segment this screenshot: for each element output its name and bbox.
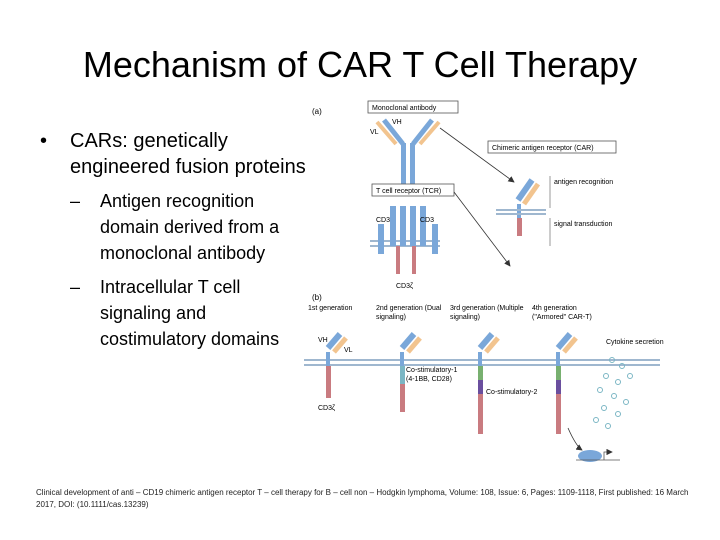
cd3-left-label: CD3 <box>376 217 390 224</box>
subbullet-item: – Intracellular T cell signaling and cos… <box>40 274 310 352</box>
car-box <box>487 140 617 154</box>
costim2-label: Co-stimulatory-2 <box>486 389 537 396</box>
gen1-vh-label: VH <box>318 337 328 344</box>
subbullet-item: – Antigen recognition domain derived fro… <box>40 188 310 266</box>
antibody-icon <box>375 118 441 188</box>
subbullet-text-2: Intracellular T cell signaling and costi… <box>100 277 280 349</box>
citation: Clinical development of anti – CD19 chim… <box>36 488 689 509</box>
monoclonal-antibody-label: Monoclonal antibody <box>372 105 437 112</box>
gene-expression-arrow <box>567 427 583 451</box>
gen4-car <box>555 332 578 434</box>
car-label: Chimeric antigen receptor (CAR) <box>492 145 594 152</box>
gen2-car <box>399 332 422 412</box>
panel-a-label: (a) <box>312 107 322 116</box>
panel-b-label: (b) <box>312 293 322 302</box>
gen2-label: 2nd generation (Dual signaling) <box>376 305 442 321</box>
arrow-tcr-to-car <box>453 191 511 267</box>
bullet-text: CARs: genetically engineered fusion prot… <box>70 130 306 178</box>
costim1-label: Co-stimulatory-1 (4-1BB, CD28) <box>406 367 458 383</box>
transcription-arrow-icon <box>603 448 613 460</box>
vl-label: VL <box>370 129 379 136</box>
arrow-antibody-to-car <box>439 127 515 183</box>
cd3-right-label: CD3 <box>420 217 434 224</box>
signal-transduction-label: signal transduction <box>554 221 613 228</box>
cytokine-dots-icon <box>593 357 633 429</box>
gen1-vl-label: VL <box>344 347 353 354</box>
cytokine-label: Cytokine secretion <box>606 339 664 346</box>
bullet-dot-icon: • <box>40 130 48 152</box>
gen1-label: 1st generation <box>308 305 353 312</box>
dash-icon: – <box>70 277 81 297</box>
tcr-complex <box>370 206 440 274</box>
bullet-list: • CARs: genetically engineered fusion pr… <box>40 128 310 352</box>
antigen-recognition-label: antigen recognition <box>554 179 614 186</box>
cd3-zeta-label: CD3ζ <box>396 283 413 290</box>
car-structure <box>515 178 541 236</box>
car-t-mechanism-figure: (a) Monoclonal antibody VH VL Chimeric a… <box>304 100 664 462</box>
monoclonal-antibody-box <box>367 100 459 114</box>
slide-title: Mechanism of CAR T Cell Therapy <box>82 44 638 85</box>
tcr-box <box>371 183 455 197</box>
gen1-car <box>325 332 348 398</box>
tcr-label: T cell receptor (TCR) <box>376 188 441 195</box>
gen1-cd3z-label: CD3ζ <box>318 405 335 412</box>
bullet-item: • CARs: genetically engineered fusion pr… <box>40 128 310 180</box>
dash-icon: – <box>70 191 81 211</box>
vh-label: VH <box>392 119 402 126</box>
gen3-car <box>477 332 500 434</box>
dna-promoter-icon <box>578 450 602 462</box>
gen4-label: 4th generation ("Armored" CAR-T) <box>532 305 592 321</box>
subbullet-text-1: Antigen recognition domain derived from … <box>100 191 280 263</box>
gen3-label: 3rd generation (Multiple signaling) <box>450 305 524 321</box>
